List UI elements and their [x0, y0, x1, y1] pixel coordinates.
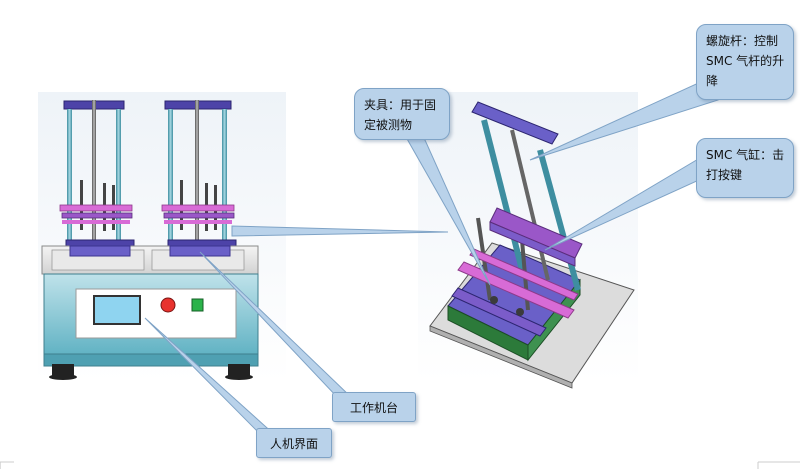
red-button [160, 297, 176, 313]
left-station [59, 100, 135, 251]
callout-cylinder-line-2: 打按键 [706, 168, 743, 182]
workbench-machine [38, 92, 286, 382]
callout-cylinder: SMC 气缸：击 打按键 [696, 138, 794, 198]
callout-hmi: 人机界面 [256, 428, 332, 458]
callout-clamp: 夹具：用于固 定被测物 [354, 88, 450, 140]
callout-workbench-label: 工作机台 [349, 400, 398, 415]
callout-screw-rod: 螺旋杆：控制 SMC 气杆的升 降 [696, 24, 794, 100]
callout-screw-rod-line-1: 螺旋杆：控制 [706, 34, 779, 48]
fixture-detail-view [418, 92, 638, 389]
right-station [161, 100, 237, 251]
callout-workbench: 工作机台 [332, 392, 416, 422]
callout-clamp-line-2: 定被测物 [364, 118, 413, 132]
callout-hmi-label: 人机界面 [269, 436, 318, 451]
callout-clamp-line-1: 夹具：用于固 [364, 98, 437, 112]
green-button [191, 298, 204, 312]
callout-pointers [144, 79, 719, 437]
callout-cylinder-line-1: SMC 气缸：击 [706, 148, 785, 162]
hmi-screen [93, 295, 141, 325]
callout-screw-rod-line-2: SMC 气杆的升 [706, 54, 785, 68]
callout-screw-rod-line-3: 降 [706, 74, 719, 88]
